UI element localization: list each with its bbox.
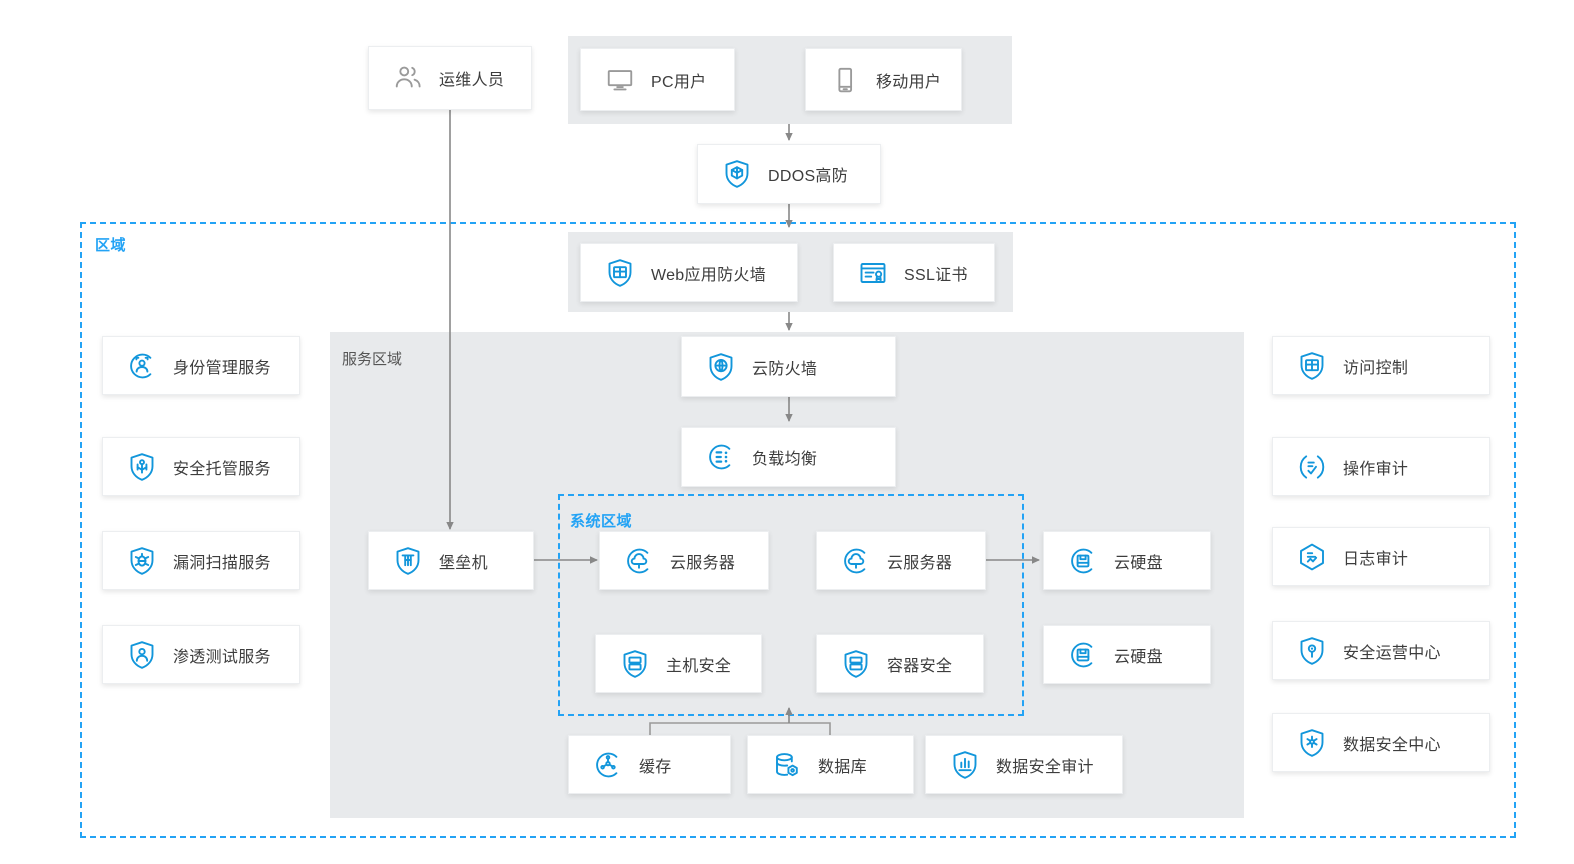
shield-managed-security-icon [125,450,159,484]
node-label: 访问控制 [1343,359,1409,377]
node-label: 主机安全 [666,657,732,675]
shield-pentest-icon [125,638,159,672]
node-label: 渗透测试服务 [173,648,271,666]
node-label: PC用户 [651,73,707,91]
certificate-icon [856,256,890,290]
load-balancer-icon [704,440,738,474]
node-label: Web应用防火墙 [651,266,767,284]
node-security-operations-center[interactable]: 安全运营中心 [1272,621,1490,680]
node-cloud-disk-1[interactable]: 云硬盘 [1043,531,1211,590]
node-ops-staff[interactable]: 运维人员 [368,46,532,110]
node-host-security[interactable]: 主机安全 [595,634,762,693]
node-cache[interactable]: 缓存 [568,735,731,794]
node-pc-user[interactable]: PC用户 [580,48,735,111]
system-zone-label: 系统区域 [570,513,633,530]
node-data-security-center[interactable]: 数据安全中心 [1272,713,1490,772]
shield-cloud-firewall-icon [704,350,738,384]
node-label: SSL证书 [904,266,968,284]
node-mobile-user[interactable]: 移动用户 [805,48,962,111]
node-web-application-firewall[interactable]: Web应用防火墙 [580,243,798,302]
node-penetration-test-service[interactable]: 渗透测试服务 [102,625,300,684]
shield-data-audit-icon [948,748,982,782]
node-label: 堡垒机 [439,554,488,572]
node-label: 数据安全中心 [1343,736,1441,754]
node-label: 数据安全审计 [996,758,1094,776]
log-audit-icon [1295,540,1329,574]
node-label: 移动用户 [876,73,942,91]
shield-vulnerability-scan-icon [125,544,159,578]
node-ssl-certificate[interactable]: SSL证书 [833,243,995,302]
node-cloud-server-2[interactable]: 云服务器 [816,531,986,590]
node-label: 云服务器 [887,554,953,572]
node-label: 缓存 [639,758,672,776]
users-icon [391,61,425,95]
service-zone-label: 服务区域 [342,351,403,368]
shield-container-security-icon [839,647,873,681]
node-data-security-audit[interactable]: 数据安全审计 [925,735,1123,794]
cloud-disk-icon [1066,544,1100,578]
node-label: 数据库 [818,758,867,776]
node-load-balancer[interactable]: 负载均衡 [681,427,896,487]
node-label: DDOS高防 [768,168,849,185]
node-label: 容器安全 [887,657,953,675]
node-log-audit[interactable]: 日志审计 [1272,527,1490,586]
mobile-icon [828,63,862,97]
monitor-icon [603,63,637,97]
operation-audit-icon [1295,450,1329,484]
node-label: 运维人员 [439,72,505,89]
node-access-control[interactable]: 访问控制 [1272,336,1490,395]
shield-soc-icon [1295,634,1329,668]
shield-data-security-center-icon [1295,726,1329,760]
node-label: 负载均衡 [752,451,818,468]
shield-ddos-icon [720,157,754,191]
region-zone-label: 区域 [95,237,127,254]
shield-bastion-icon [391,544,425,578]
node-managed-security-service[interactable]: 安全托管服务 [102,437,300,496]
node-label: 安全运营中心 [1343,644,1441,662]
system-zone [558,494,1024,716]
cache-icon [591,748,625,782]
cloud-server-icon [839,544,873,578]
node-container-security[interactable]: 容器安全 [816,634,984,693]
node-label: 操作审计 [1343,460,1409,478]
shield-host-security-icon [618,647,652,681]
node-label: 身份管理服务 [173,359,271,377]
node-label: 云硬盘 [1114,554,1163,572]
cloud-disk-icon [1066,638,1100,672]
node-label: 云服务器 [670,554,736,572]
shield-waf-icon [603,256,637,290]
node-label: 漏洞扫描服务 [173,554,271,572]
cloud-server-icon [622,544,656,578]
node-database[interactable]: 数据库 [747,735,914,794]
node-cloud-disk-2[interactable]: 云硬盘 [1043,625,1211,684]
node-label: 云硬盘 [1114,648,1163,666]
node-ddos-protection[interactable]: DDOS高防 [697,144,881,204]
shield-access-control-icon [1295,349,1329,383]
database-icon [770,748,804,782]
identity-management-icon [125,349,159,383]
node-label: 日志审计 [1343,550,1409,568]
node-bastion-host[interactable]: 堡垒机 [368,531,534,590]
node-operation-audit[interactable]: 操作审计 [1272,437,1490,496]
node-identity-management-service[interactable]: 身份管理服务 [102,336,300,395]
node-vulnerability-scan-service[interactable]: 漏洞扫描服务 [102,531,300,590]
node-cloud-server-1[interactable]: 云服务器 [599,531,769,590]
region-zone [80,222,1516,838]
node-label: 云防火墙 [752,360,818,378]
node-label: 安全托管服务 [173,460,271,478]
node-cloud-firewall[interactable]: 云防火墙 [681,336,896,397]
